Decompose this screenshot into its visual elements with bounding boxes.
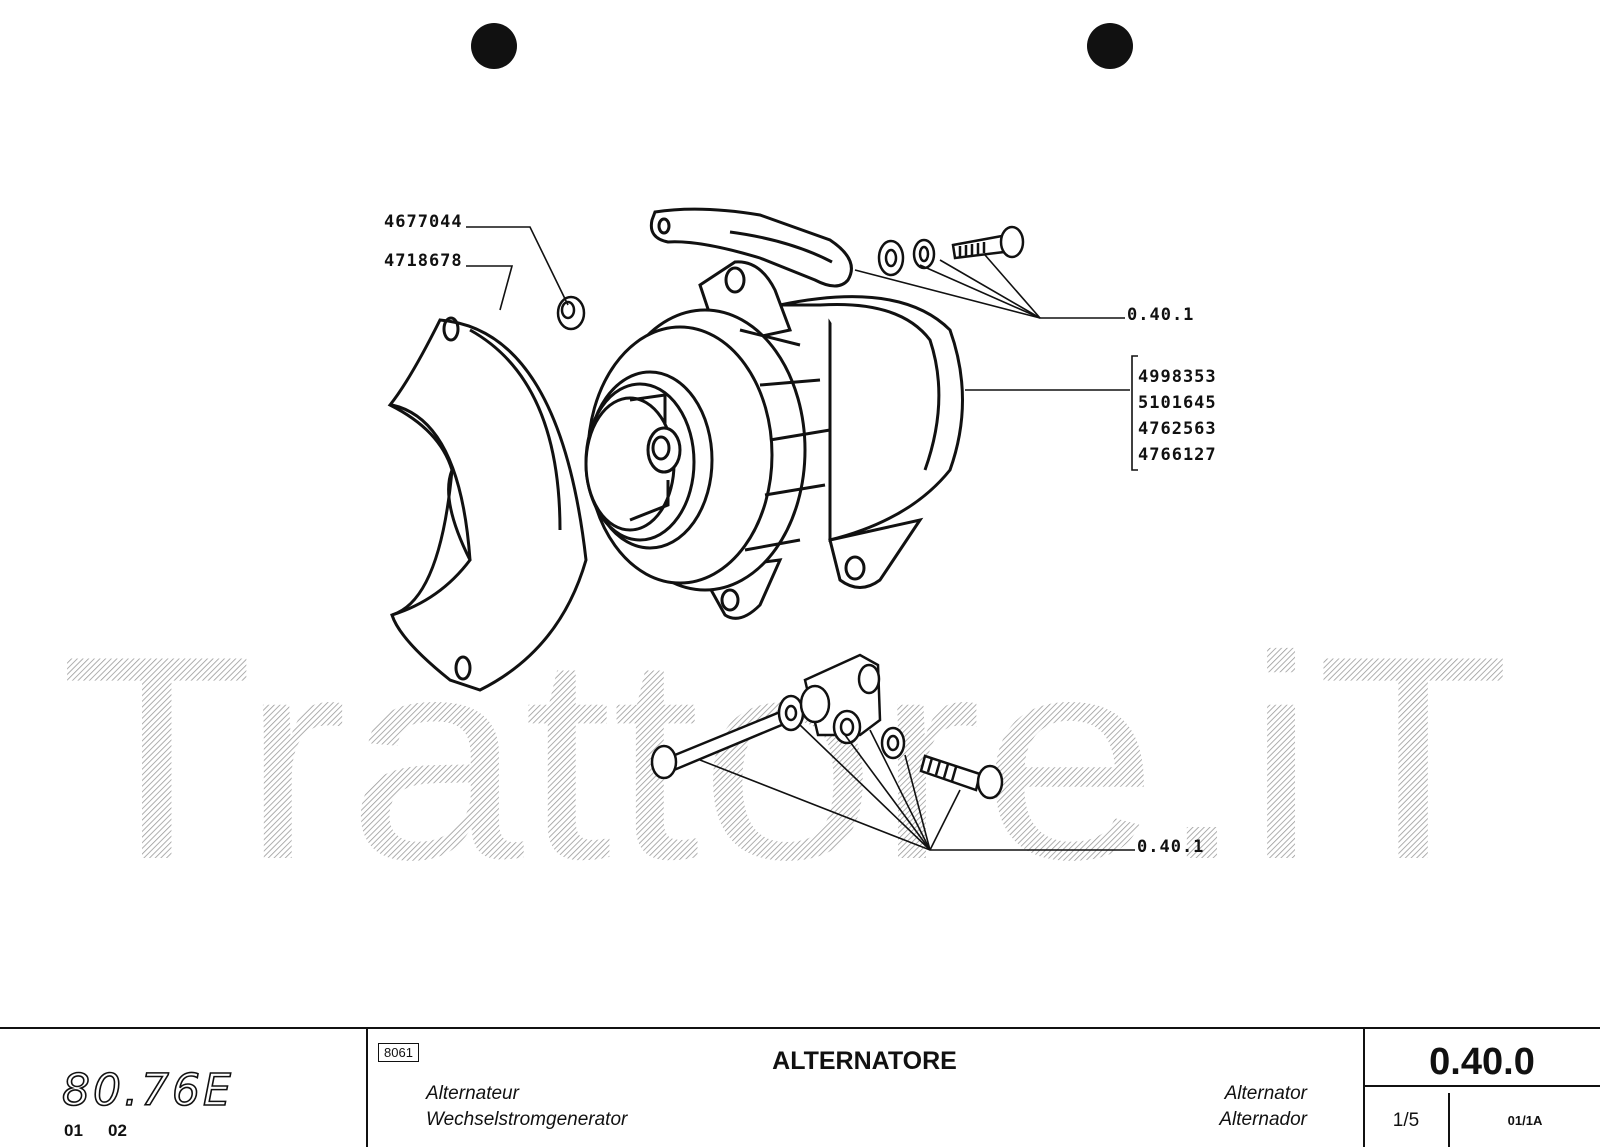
alternator-body (584, 260, 964, 620)
group-code-box: 8061 (378, 1043, 419, 1062)
model-number: 80.76E (61, 1064, 234, 1117)
binder-hole-right (1087, 23, 1133, 69)
callout-alt-code-3: 4762563 (1138, 419, 1217, 439)
callout-cover: 4718678 (384, 251, 463, 271)
model-cell: 80.76E 01 02 (0, 1029, 368, 1147)
callout-nut: 4677044 (384, 212, 463, 232)
nut-part (556, 295, 586, 331)
callout-alt-code-1: 4998353 (1138, 367, 1217, 387)
watermark-text: Trattore.iT (60, 596, 1510, 920)
page-code-cell: 0.40.0 1/5 01/1A (1364, 1029, 1600, 1147)
page-code: 0.40.0 (1364, 1039, 1600, 1087)
callout-alt-code-2: 5101645 (1138, 393, 1217, 413)
cover-shield (387, 316, 588, 692)
title-fr: Alternateur (426, 1083, 519, 1104)
title-en: Alternator (1224, 1083, 1307, 1104)
page-title: ALTERNATORE (772, 1047, 957, 1075)
callout-bracket-ref: 0.40.1 (1127, 305, 1194, 325)
adjusting-bracket (649, 207, 853, 288)
mounting-bolts (650, 653, 1004, 800)
model-sub-right: 02 (108, 1121, 127, 1140)
bracket-fasteners (877, 225, 1025, 277)
leader-lines (466, 226, 1138, 851)
binder-hole-left (471, 23, 517, 69)
title-block: 80.76E 01 02 8061 ALTERNATORE Alternateu… (0, 1027, 1600, 1147)
model-sub-left: 01 (64, 1121, 83, 1140)
page-number: 1/5 (1364, 1093, 1450, 1147)
callout-bolts-ref: 0.40.1 (1137, 837, 1204, 857)
title-es: Alternador (1219, 1109, 1307, 1130)
callout-alt-code-4: 4766127 (1138, 445, 1217, 465)
title-cell: 8061 ALTERNATORE Alternateur Wechselstro… (366, 1029, 1365, 1147)
title-de: Wechselstromgenerator (426, 1109, 628, 1130)
revision-code: 01/1A (1507, 1113, 1543, 1128)
